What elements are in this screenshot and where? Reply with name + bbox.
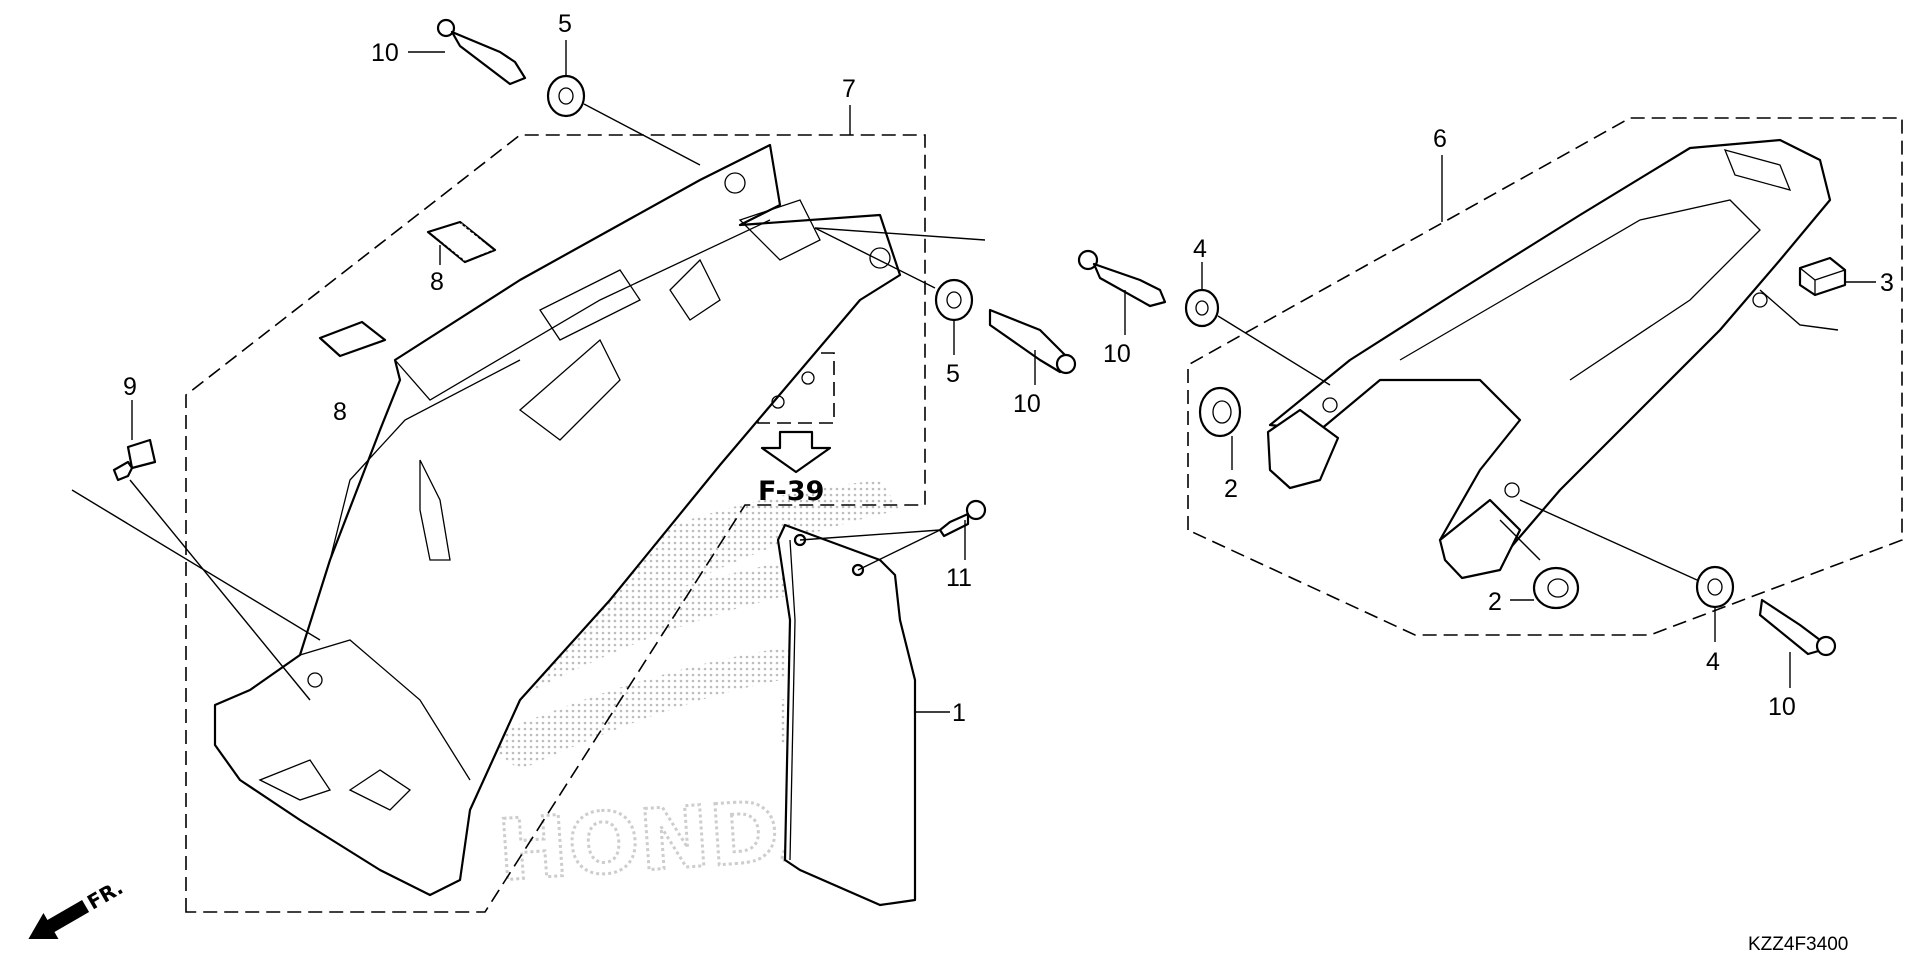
callout-1: 1 xyxy=(952,699,966,727)
callout-4-lower: 4 xyxy=(1706,648,1720,676)
bolt-10-cowl-upper xyxy=(1077,249,1167,308)
group-6-outline xyxy=(1187,117,1903,636)
callout-8-lower: 8 xyxy=(333,398,347,426)
callout-9: 9 xyxy=(123,373,137,401)
pad-8-lower xyxy=(318,320,387,358)
callouts: 10 5 7 8 8 9 5 10 11 1 6 4 10 2 2 3 4 10 xyxy=(123,10,1894,727)
f39-arrow xyxy=(760,371,832,474)
callout-5-top: 5 xyxy=(558,10,572,38)
callout-11: 11 xyxy=(946,564,972,592)
bolt-9 xyxy=(112,438,157,482)
front-label: FR. xyxy=(83,875,127,914)
pad-8-upper xyxy=(426,220,497,264)
callout-2-upper: 2 xyxy=(1224,475,1238,503)
callout-3: 3 xyxy=(1880,269,1894,297)
bolt-10-top xyxy=(436,18,527,86)
washer-5-middle xyxy=(934,278,974,322)
bolt-10-cowl-lower xyxy=(1758,598,1837,657)
grommet-2-upper xyxy=(1198,386,1242,438)
callout-10-top: 10 xyxy=(371,39,399,67)
callout-10-cowl-upper: 10 xyxy=(1103,340,1131,368)
grommet-2-lower xyxy=(1532,566,1580,610)
block-3 xyxy=(1798,256,1847,297)
group-7-outline xyxy=(185,134,926,913)
callout-8-upper: 8 xyxy=(430,268,444,296)
callout-4-upper: 4 xyxy=(1193,235,1207,263)
callout-6: 6 xyxy=(1433,125,1447,153)
washer-5-top xyxy=(546,74,586,118)
rear-inner-fender xyxy=(213,143,902,897)
washer-4-lower xyxy=(1695,565,1735,609)
bolt-10-middle xyxy=(988,308,1077,375)
mud-flap xyxy=(776,523,917,907)
front-arrow-icon: FR. xyxy=(28,875,127,939)
diagram-code: KZZ4F3400 xyxy=(1748,934,1848,955)
callout-10-middle: 10 xyxy=(1013,390,1041,418)
leader-lines xyxy=(71,40,1876,713)
screw-11 xyxy=(938,499,987,538)
seat-cowl xyxy=(1266,138,1832,580)
washer-4-upper xyxy=(1184,288,1220,328)
callout-5-middle: 5 xyxy=(946,360,960,388)
reference-f39: F-39 xyxy=(758,476,824,507)
callout-7: 7 xyxy=(842,75,856,103)
callout-10-cowl-lower: 10 xyxy=(1768,693,1796,721)
callout-2-lower: 2 xyxy=(1488,588,1502,616)
